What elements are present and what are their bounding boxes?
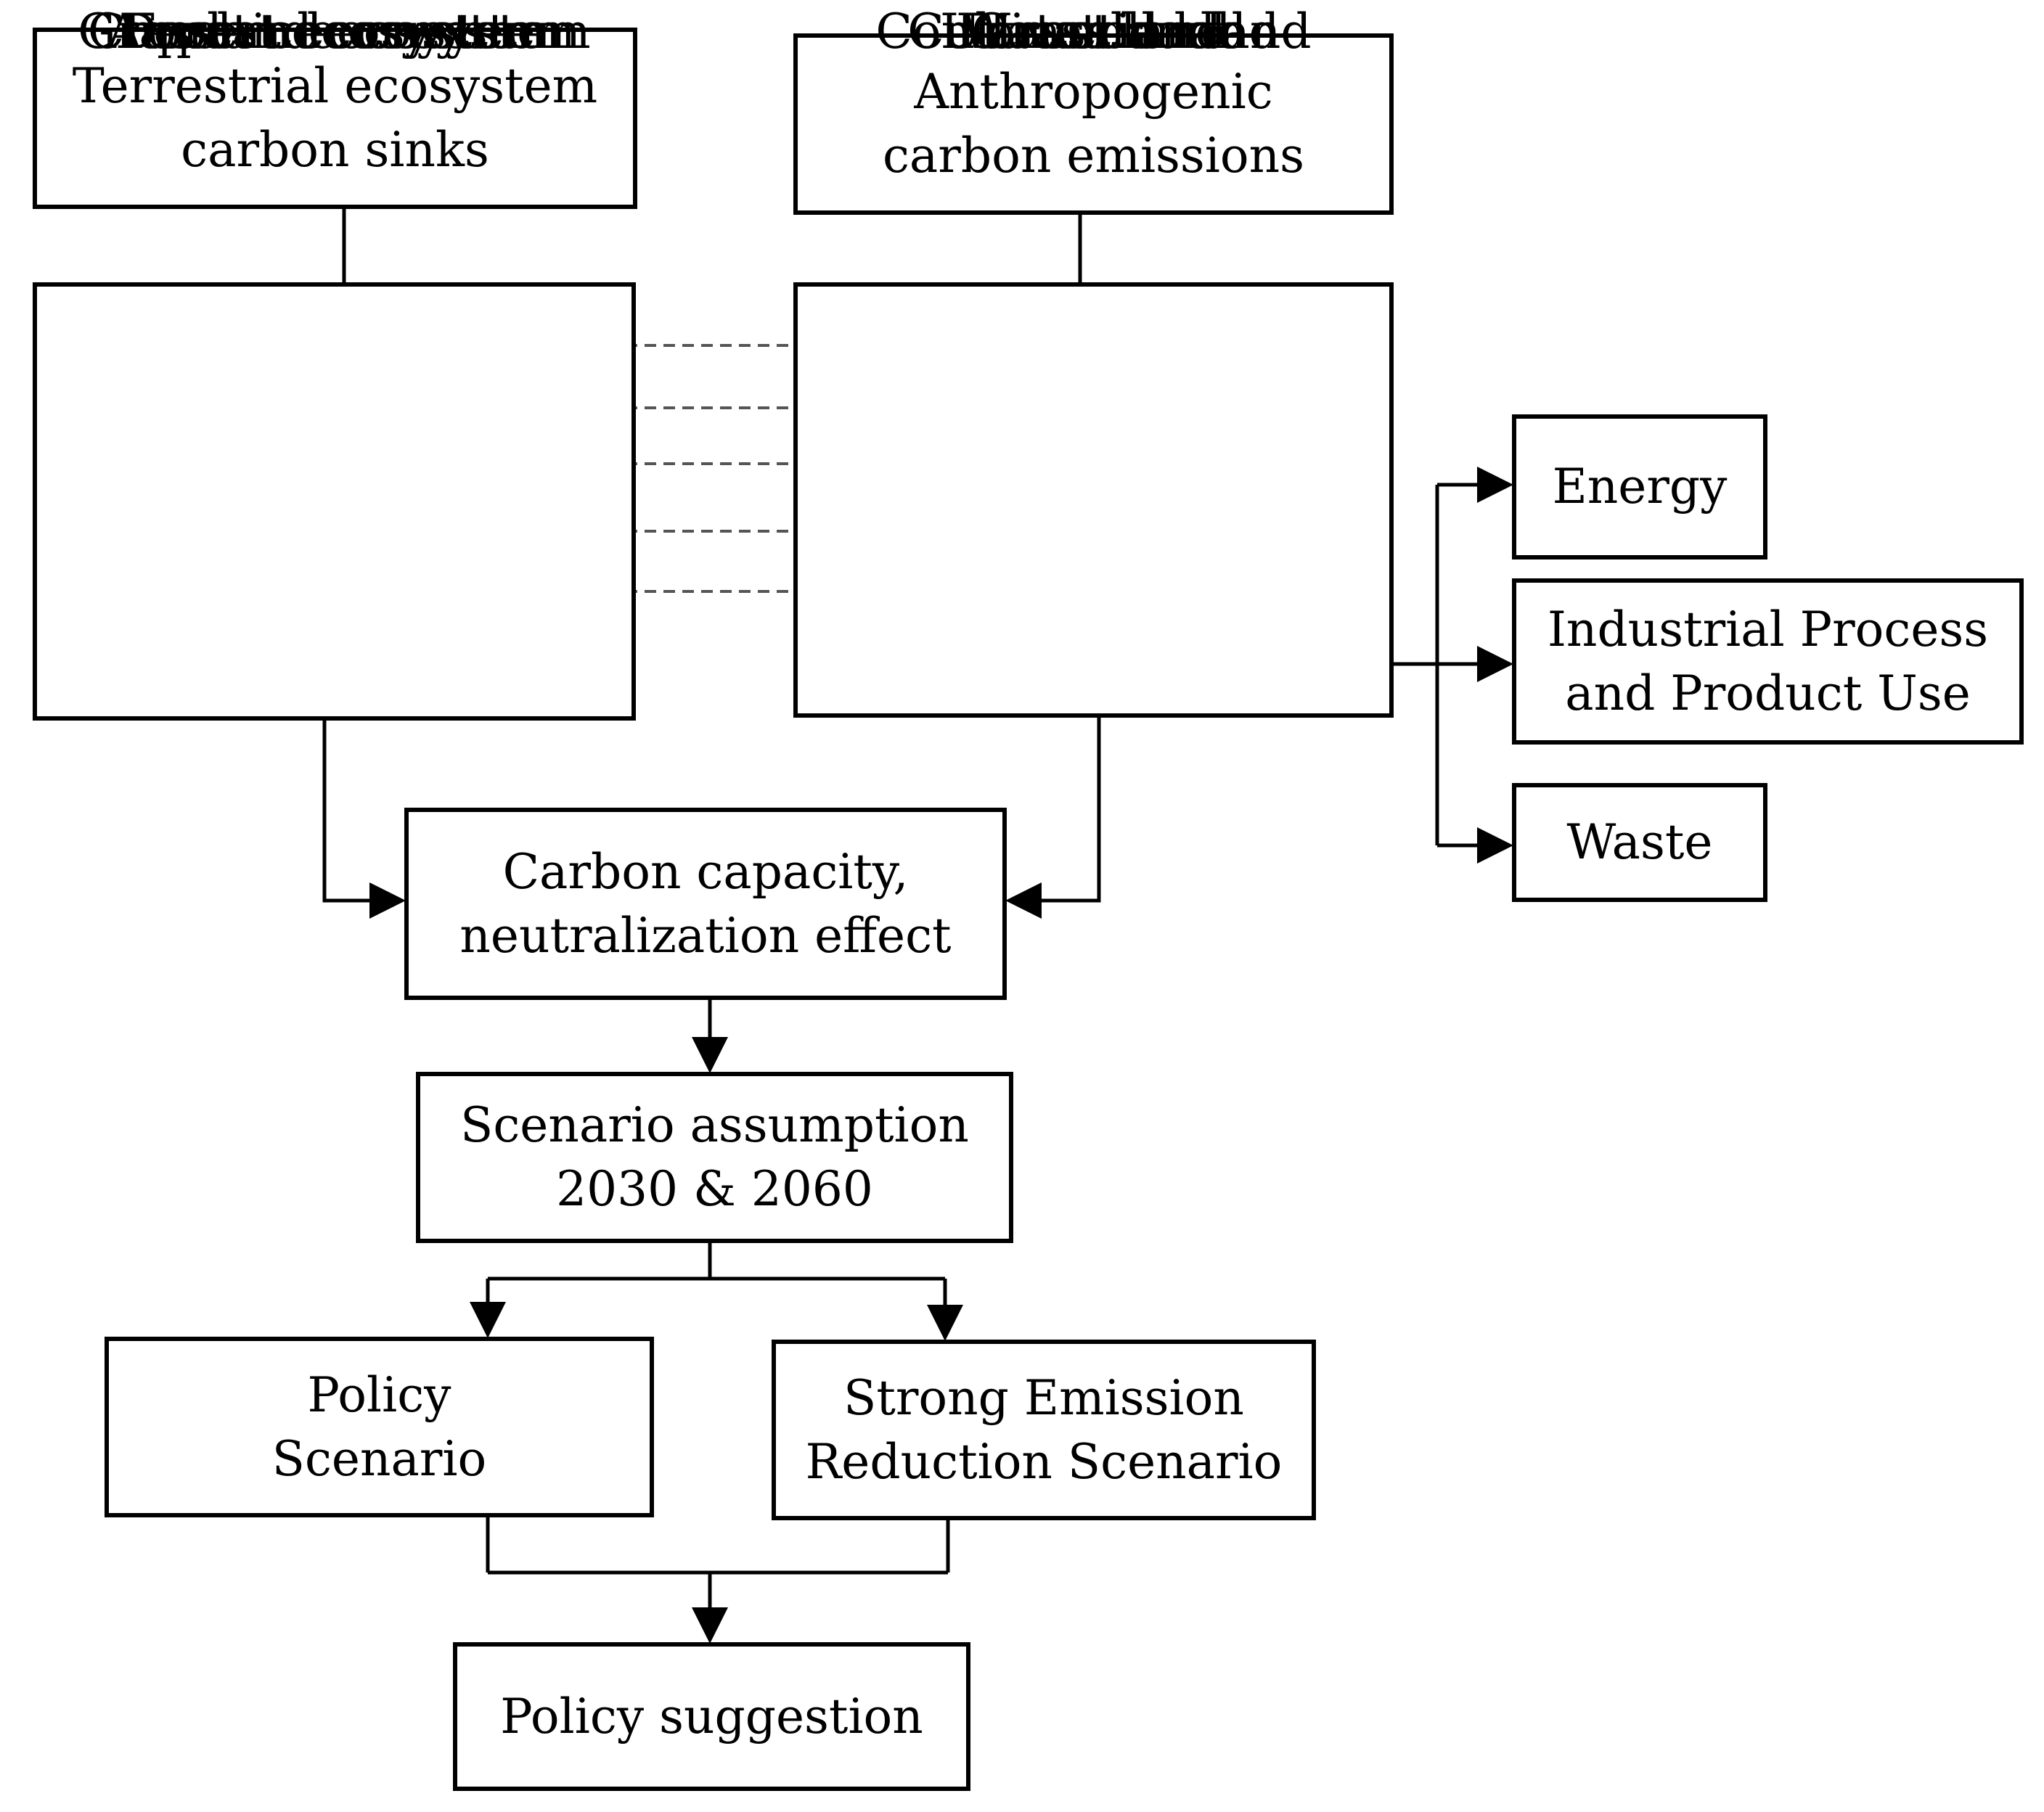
land-use-item: Water land: [961, 4, 1226, 60]
box-label-line: Terrestrial ecosystem: [72, 58, 598, 114]
box-label-line: Waste: [1566, 814, 1713, 870]
box-label-line: Scenario assumption: [460, 1097, 969, 1153]
land-use-item: Grassland: [971, 4, 1216, 60]
box-label-line: 2030 & 2060: [556, 1161, 873, 1217]
ecosystem-item: Grassland ecosystem: [78, 4, 591, 60]
terrestrial-carbon-sinks-box: Terrestrial ecosystem carbon sinks: [33, 28, 637, 209]
box-label-line: Industrial Process: [1547, 601, 1989, 657]
scenario-assumption-box: Scenario assumption 2030 & 2060: [416, 1072, 1013, 1243]
link-landuses-capacity: [1005, 718, 1101, 919]
land-use-item: Cultivated land: [907, 4, 1280, 60]
energy-sector-box: Energy: [1512, 414, 1767, 559]
box-label-line: Scenario: [271, 1430, 487, 1487]
land-use-item: Forest land: [955, 4, 1232, 60]
waste-sector-box: Waste: [1512, 783, 1767, 902]
box-label-line: carbon sinks: [181, 122, 489, 178]
box-label-line: Strong Emission: [843, 1369, 1244, 1426]
ecosystem-item: Desert ecosystem: [119, 4, 549, 60]
box-label-line: and Product Use: [1565, 665, 1971, 721]
anthropogenic-emissions-box: Anthropogenic carbon emissions: [793, 33, 1394, 215]
box-label-line: Carbon capacity,: [502, 843, 909, 900]
industrial-process-box: Industrial Process and Product Use: [1512, 578, 2024, 745]
carbon-capacity-box: Carbon capacity, neutralization effect: [404, 808, 1007, 1000]
ecosystem-item: Aquatic ecosystem: [107, 4, 562, 60]
land-use-types-box: [793, 282, 1394, 718]
box-label-line: neutralization effect: [459, 907, 952, 964]
box-label-line: Anthropogenic: [914, 64, 1273, 120]
ecosystem-item: Cropland ecosystem: [87, 4, 581, 60]
ecosystem-item: Forest ecosystem: [123, 4, 546, 60]
box-label-line: carbon emissions: [882, 128, 1305, 184]
box-label-line: Policy suggestion: [500, 1688, 923, 1745]
link-ecosystems-capacity: [322, 721, 406, 919]
ecosystem-types-box: [33, 282, 636, 721]
policy-scenario-box: Policy Scenario: [105, 1337, 654, 1517]
box-label-line: Reduction Scenario: [805, 1433, 1283, 1490]
box-label-line: Policy: [307, 1366, 451, 1423]
policy-suggestion-box: Policy suggestion: [453, 1642, 970, 1791]
land-use-item: Unused land: [940, 4, 1247, 60]
strong-reduction-scenario-box: Strong Emission Reduction Scenario: [772, 1340, 1316, 1520]
land-use-item: Construction land: [875, 4, 1312, 60]
box-label-line: Energy: [1552, 459, 1728, 515]
